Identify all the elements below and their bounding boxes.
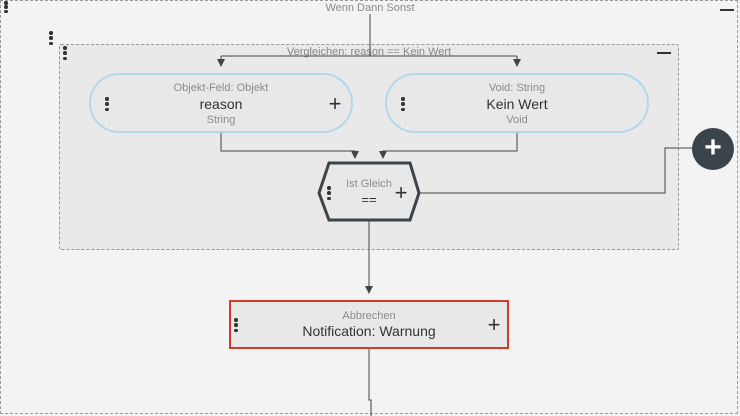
- outer-top-menu-icon[interactable]: [4, 1, 8, 13]
- collapse-outer-minus-icon[interactable]: [720, 9, 734, 11]
- if-then-else-title: Wenn Dann Sonst: [325, 2, 415, 14]
- action-out-line: [368, 349, 372, 416]
- outer-menu-icon[interactable]: [49, 31, 53, 45]
- action-category: Abbrechen: [342, 310, 396, 322]
- operator-menu-icon[interactable]: [327, 186, 331, 200]
- add-condition-plus-icon[interactable]: +: [692, 128, 734, 170]
- right-to-operator-arrow: [379, 133, 518, 159]
- operator-category: Ist Gleich: [346, 178, 392, 190]
- object-field-menu-icon[interactable]: [105, 97, 109, 111]
- action-menu-icon[interactable]: [234, 318, 238, 332]
- void-menu-icon[interactable]: [401, 97, 405, 111]
- object-field-type: String: [206, 114, 236, 126]
- action-name: Notification: Warnung: [302, 323, 436, 339]
- operator-symbol: ==: [361, 192, 377, 207]
- void-string-node[interactable]: Void: String Kein Wert Void: [385, 73, 649, 133]
- operator-add-plus-icon[interactable]: +: [394, 180, 408, 205]
- object-field-name: reason: [199, 96, 243, 112]
- compare-group-title: Vergleichen: reason == Kein Wert: [286, 46, 452, 58]
- abort-notification-node[interactable]: Abbrechen Notification: Warnung: [229, 300, 509, 349]
- operator-hexagon[interactable]: [317, 161, 421, 222]
- void-name: Kein Wert: [486, 96, 548, 112]
- action-add-plus-icon[interactable]: +: [487, 312, 501, 337]
- void-category: Void: String: [488, 82, 546, 94]
- collapse-group-minus-icon[interactable]: [657, 52, 671, 54]
- object-field-add-plus-icon[interactable]: +: [328, 91, 342, 116]
- compare-group-menu-icon[interactable]: [63, 46, 67, 60]
- object-field-node[interactable]: Objekt-Feld: Objekt reason String: [89, 73, 353, 133]
- operator-to-add-line: [419, 147, 692, 194]
- left-to-operator-arrow: [220, 133, 359, 159]
- object-field-category: Objekt-Feld: Objekt: [173, 82, 269, 94]
- void-type: Void: [506, 114, 528, 126]
